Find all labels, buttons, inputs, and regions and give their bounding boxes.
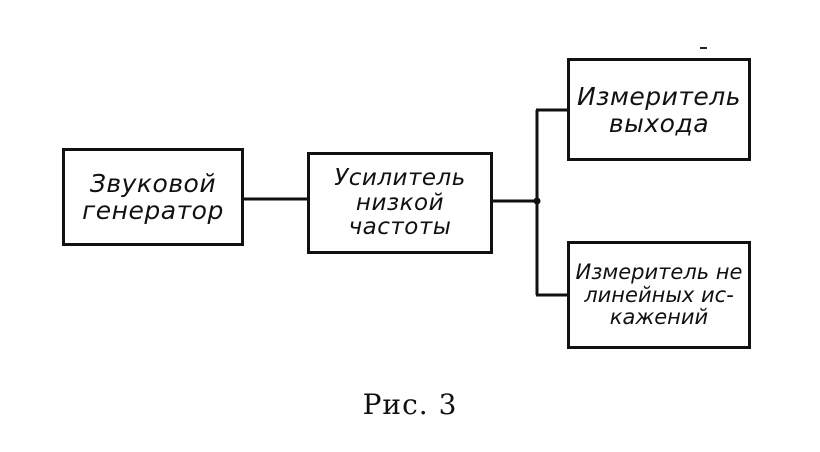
print-speck: [700, 47, 707, 49]
block-label-line: Усилитель: [334, 164, 466, 191]
block-label-line: Измеритель не: [575, 259, 743, 284]
block-sound-generator: Звуковой генератор: [62, 148, 244, 246]
block-label-line: генератор: [82, 196, 224, 225]
block-nonlinear-distortion-meter: Измеритель не линейных ис- кажений: [567, 241, 751, 349]
block-label-line: линейных ис-: [584, 282, 734, 307]
junction-dot: [533, 197, 541, 205]
block-label-line: Измеритель: [576, 81, 741, 111]
block-low-frequency-amplifier: Усилитель низкой частоты: [307, 152, 493, 254]
block-label-line: кажений: [609, 305, 709, 330]
block-label-line: частоты: [348, 214, 452, 241]
block-label-line: низкой: [355, 189, 445, 216]
block-label-line: Звуковой: [89, 169, 217, 198]
block-label-line: выхода: [608, 108, 710, 138]
figure-caption: Рис. 3: [362, 388, 458, 421]
block-output-meter: Измеритель выхода: [567, 58, 751, 161]
